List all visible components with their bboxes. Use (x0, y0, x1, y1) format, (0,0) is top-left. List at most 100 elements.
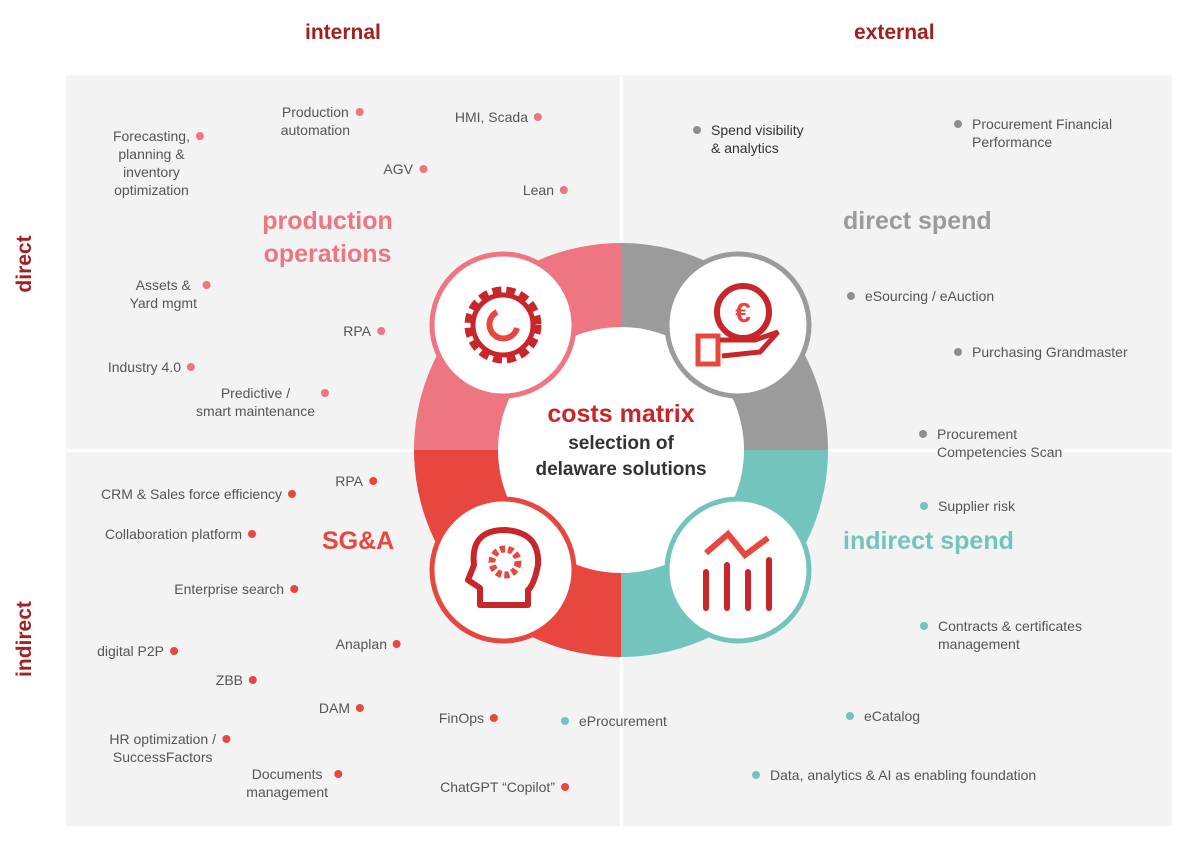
list-item[interactable]: RPA (343, 322, 385, 340)
bullet-dot (248, 530, 256, 538)
item-label: FinOps (438, 710, 484, 726)
list-item[interactable]: Lean (522, 181, 568, 199)
item-label: ZBB (215, 672, 243, 688)
list-item[interactable]: Forecasting, planning & inventory optimi… (112, 127, 204, 199)
list-item[interactable]: Predictive / smart maintenance (195, 384, 329, 420)
bar-chart-icon (664, 496, 812, 644)
axis-internal: internal (305, 21, 381, 44)
list-item[interactable]: Industry 4.0 (107, 358, 195, 376)
bullet-dot (222, 735, 230, 743)
item-label: HR optimization / SuccessFactors (109, 731, 216, 765)
item-label: CRM & Sales force efficiency (100, 486, 282, 502)
bullet-dot (490, 714, 498, 722)
list-item[interactable]: ZBB (215, 671, 257, 689)
item-label: Collaboration platform (105, 526, 242, 542)
item-label: Procurement Financial Performance (972, 116, 1113, 150)
list-item[interactable]: CRM & Sales force efficiency (100, 485, 296, 503)
center-title: costs matrix (547, 400, 695, 428)
item-label: Enterprise search (174, 581, 284, 597)
list-item[interactable]: Supplier risk (920, 497, 1016, 515)
bullet-dot (369, 477, 377, 485)
item-label: DAM (318, 700, 350, 716)
list-item[interactable]: Data, analytics & AI as enabling foundat… (752, 766, 1037, 784)
list-item[interactable]: Purchasing Grandmaster (954, 343, 1128, 361)
item-label: Documents management (246, 766, 328, 800)
list-item[interactable]: Production automation (281, 103, 364, 139)
list-item[interactable]: Assets & Yard mgmt (129, 276, 211, 312)
bullet-dot (534, 113, 542, 121)
item-label: Forecasting, planning & inventory optimi… (112, 128, 190, 198)
list-item[interactable]: Procurement Financial Performance (954, 115, 1113, 151)
item-label: Industry 4.0 (107, 359, 181, 375)
item-label: Assets & Yard mgmt (129, 277, 197, 311)
bullet-dot (334, 770, 342, 778)
bullet-dot (356, 704, 364, 712)
item-label: RPA (335, 473, 363, 489)
center-subtitle: selection of delaware solutions (535, 433, 707, 480)
item-label: eProcurement (579, 713, 667, 729)
title-sga: SG&A (322, 527, 395, 555)
bullet-dot (920, 502, 928, 510)
list-item[interactable]: Anaplan (335, 635, 401, 653)
list-item[interactable]: RPA (335, 472, 377, 490)
item-label: digital P2P (97, 643, 164, 659)
item-label: Predictive / smart maintenance (195, 385, 315, 419)
axis-external: external (854, 21, 935, 44)
bullet-dot (290, 585, 298, 593)
head-gear-icon (429, 496, 577, 644)
list-item[interactable]: Procurement Competencies Scan (919, 425, 1063, 461)
list-item[interactable]: Collaboration platform (105, 525, 256, 543)
item-label: ChatGPT “Copilot” (440, 779, 555, 795)
bullet-dot (187, 363, 195, 371)
list-item[interactable]: HR optimization / SuccessFactors (109, 730, 230, 766)
euro-hand-icon: € (664, 251, 812, 399)
bullet-dot (954, 120, 962, 128)
bullet-dot (954, 348, 962, 356)
list-item[interactable]: Spend visibility & analytics (693, 121, 804, 157)
item-label: Supplier risk (938, 498, 1016, 514)
item-label: eSourcing / eAuction (865, 288, 995, 304)
bullet-dot (393, 640, 401, 648)
item-label: Spend visibility & analytics (711, 122, 804, 156)
bullet-dot (846, 712, 854, 720)
item-label: Lean (522, 182, 554, 198)
item-label: AGV (383, 161, 413, 177)
title-direct-spend: direct spend (843, 207, 992, 235)
list-item[interactable]: DAM (318, 699, 364, 717)
list-item[interactable]: Enterprise search (174, 580, 298, 598)
list-item[interactable]: AGV (383, 160, 427, 178)
bullet-dot (752, 771, 760, 779)
bullet-dot (196, 132, 204, 140)
list-item[interactable]: eSourcing / eAuction (847, 287, 995, 305)
center-label: costs matrix selection of delaware solut… (499, 400, 743, 483)
item-label: Procurement Competencies Scan (937, 426, 1063, 460)
bullet-dot (920, 622, 928, 630)
gear-icon (429, 251, 577, 399)
list-item[interactable]: ChatGPT “Copilot” (440, 778, 569, 796)
svg-text:€: € (735, 297, 751, 328)
item-label: Purchasing Grandmaster (972, 344, 1128, 360)
list-item[interactable]: digital P2P (97, 642, 178, 660)
list-item[interactable]: Contracts & certificates management (920, 617, 1082, 653)
bullet-dot (321, 389, 329, 397)
list-item[interactable]: eCatalog (846, 707, 921, 725)
bullet-dot (419, 165, 427, 173)
list-item[interactable]: eProcurement (561, 712, 667, 730)
item-label: eCatalog (864, 708, 921, 724)
title-indirect-spend: indirect spend (843, 527, 1014, 555)
item-label: HMI, Scada (454, 109, 528, 125)
title-production-operations: production operations (262, 207, 393, 268)
list-item[interactable]: Documents management (246, 765, 342, 801)
bullet-dot (203, 281, 211, 289)
bullet-dot (288, 490, 296, 498)
bullet-dot (693, 126, 701, 134)
item-label: Anaplan (335, 636, 387, 652)
list-item[interactable]: FinOps (438, 709, 498, 727)
bullet-dot (561, 717, 569, 725)
bullet-dot (249, 676, 257, 684)
list-item[interactable]: HMI, Scada (454, 108, 542, 126)
item-label: RPA (343, 323, 371, 339)
bullet-dot (356, 108, 364, 116)
item-label: Data, analytics & AI as enabling foundat… (770, 767, 1037, 783)
